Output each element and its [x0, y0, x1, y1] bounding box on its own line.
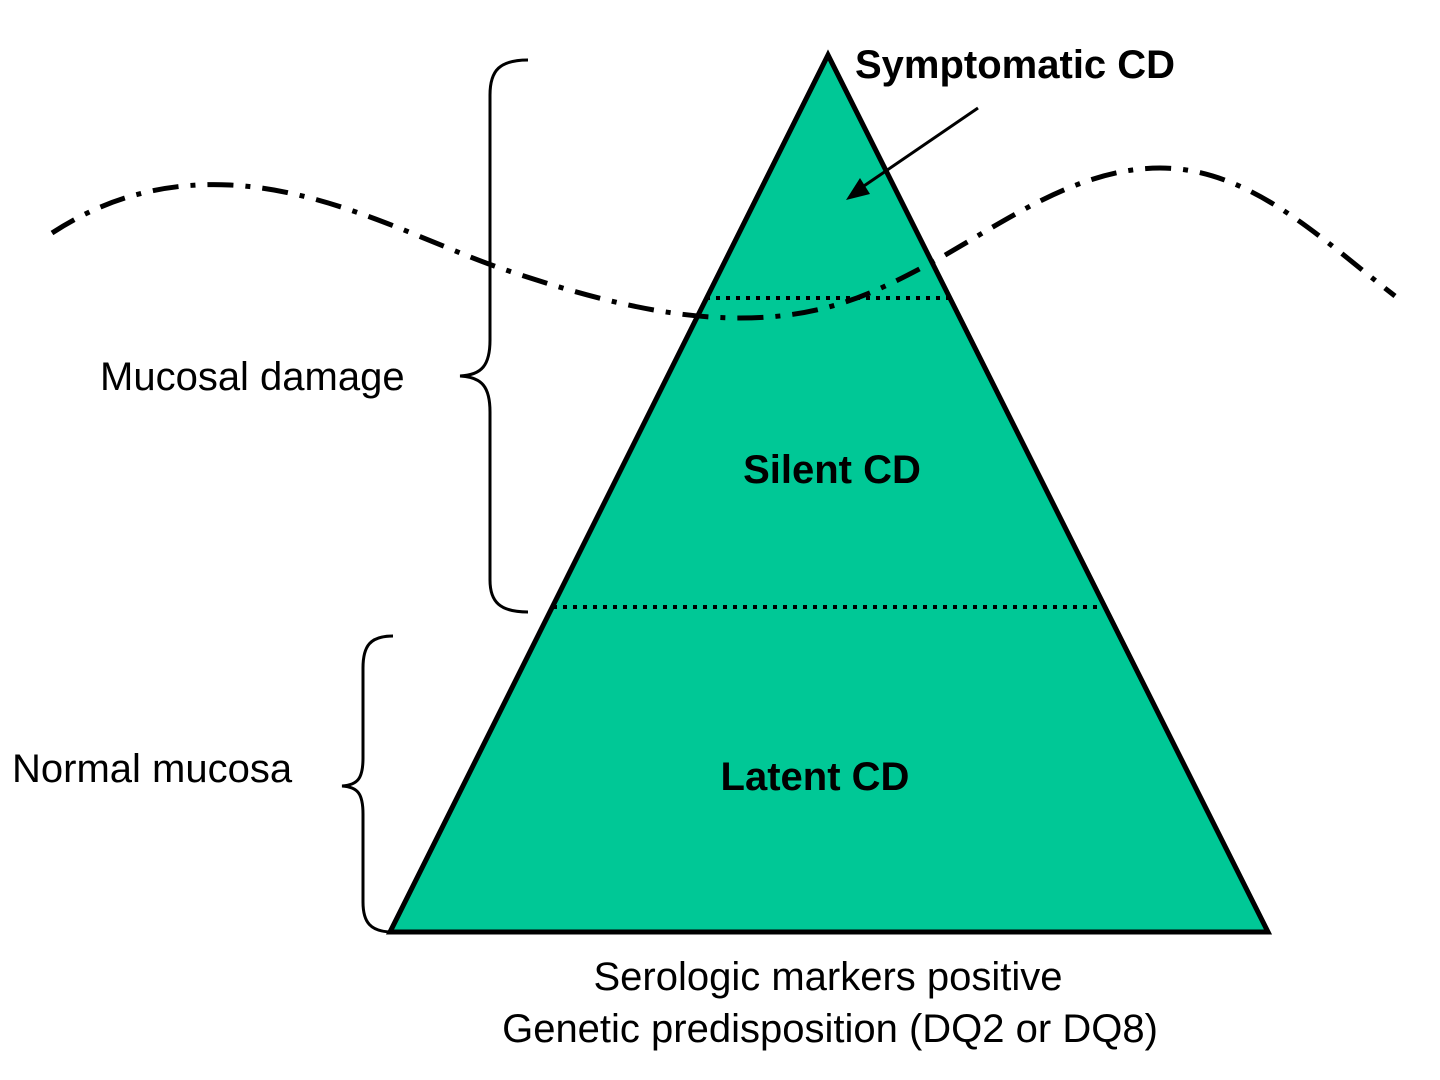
- symptomatic-arrow-head: [846, 178, 870, 200]
- tier-label-symptomatic: Symptomatic CD: [855, 43, 1175, 87]
- normal-mucosa-brace: [341, 634, 394, 934]
- mucosal-damage-brace: [459, 58, 529, 614]
- base-label-genetic: Genetic predisposition (DQ2 or DQ8): [502, 1007, 1158, 1051]
- waterline-curve: [50, 165, 1397, 321]
- tier-label-latent: Latent CD: [721, 755, 910, 799]
- symptomatic-arrow-line: [857, 106, 979, 192]
- normal-mucosa-label: Normal mucosa: [12, 747, 293, 791]
- base-label-serologic: Serologic markers positive: [593, 955, 1062, 999]
- pyramid-shape: [385, 49, 1273, 935]
- tier-label-silent: Silent CD: [743, 448, 921, 492]
- mucosal-damage-label: Mucosal damage: [100, 355, 405, 399]
